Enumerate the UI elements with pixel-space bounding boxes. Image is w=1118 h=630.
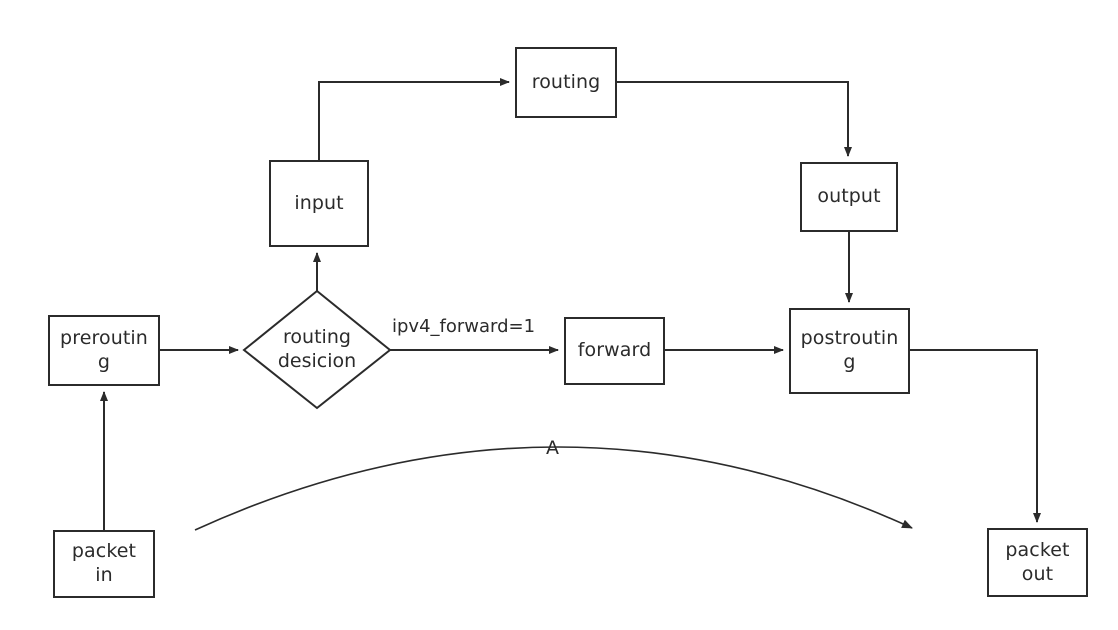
connector-overview-arc	[194, 446, 913, 531]
node-input-label: input	[294, 191, 344, 214]
node-routing-decision-label-line1: routing	[283, 325, 351, 348]
node-routing-label: routing	[531, 70, 601, 93]
node-input[interactable]: input	[269, 160, 369, 247]
routing-decision-diamond-shape	[242, 289, 392, 410]
node-postrouting-label: postrouting	[800, 327, 899, 373]
node-routing[interactable]: routing	[515, 47, 617, 118]
node-prerouting-label: prerouting	[60, 326, 148, 373]
node-packet-in-label-line1: packet	[71, 540, 137, 563]
node-prerouting[interactable]: prerouting	[48, 315, 160, 386]
connector-routing-to-output	[617, 81, 852, 157]
node-postrouting[interactable]: postrouting	[789, 308, 910, 394]
node-output[interactable]: output	[800, 162, 898, 232]
node-forward-label: forward	[577, 339, 652, 362]
node-packet-out-label-line2: out	[1021, 562, 1054, 585]
node-routing-decision-label-line2: desicion	[277, 349, 357, 372]
node-output-label: output	[817, 185, 881, 208]
connector-postrouting-to-packet-out	[910, 349, 1041, 523]
edge-label-ipv4-forward: ipv4_forward=1	[392, 316, 536, 337]
node-packet-in-label-line2: in	[95, 564, 113, 586]
node-forward[interactable]: forward	[564, 317, 665, 385]
arc-label-a: A	[546, 437, 559, 459]
node-packet-out-label-line1: packet	[1005, 538, 1070, 561]
connector-input-to-routing	[318, 78, 510, 160]
